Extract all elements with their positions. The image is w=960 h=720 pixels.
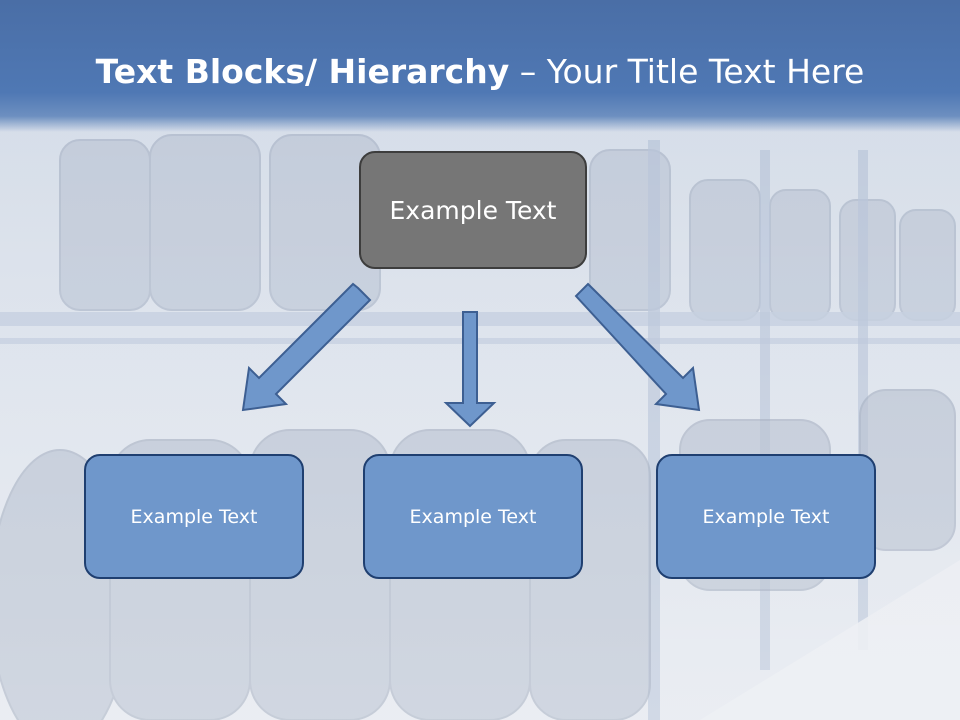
slide-title: Text Blocks/ Hierarchy – Your Title Text…	[0, 52, 960, 91]
slide-title-rest: – Your Title Text Here	[509, 52, 865, 91]
child-node-label: Example Text	[409, 505, 537, 528]
child-node-label: Example Text	[130, 505, 258, 528]
slide-title-bold: Text Blocks/ Hierarchy	[95, 52, 510, 91]
child-node-left: Example Text	[84, 454, 304, 579]
child-node-right: Example Text	[656, 454, 876, 579]
child-node-label: Example Text	[702, 505, 830, 528]
top-node-label: Example Text	[389, 195, 557, 225]
title-bar	[0, 0, 960, 132]
child-node-middle: Example Text	[363, 454, 583, 579]
top-node: Example Text	[359, 151, 587, 269]
